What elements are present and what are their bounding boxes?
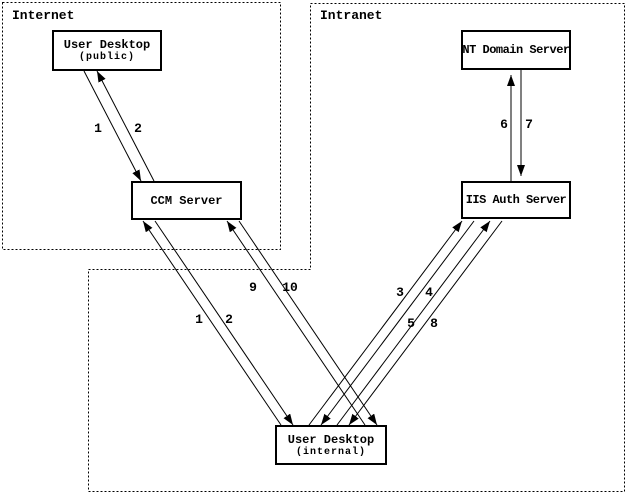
flow-arrow-10 <box>238 220 378 426</box>
node-title: CCM Server <box>150 193 223 208</box>
node-subtitle: (public) <box>78 52 135 63</box>
flow-label-5: 5 <box>407 316 415 331</box>
flow-arrow-1-public <box>83 70 142 182</box>
flow-arrow-1-internal <box>142 220 282 426</box>
node-nt-domain-server: NT Domain Server <box>461 30 571 70</box>
node-user-desktop-internal: User Desktop (internal) <box>275 425 387 465</box>
flow-label-8: 8 <box>430 316 438 331</box>
flow-arrow-2-internal <box>154 220 294 426</box>
node-title: NT Domain Server <box>462 43 570 57</box>
node-ccm-server: CCM Server <box>131 181 242 220</box>
flow-label-4: 4 <box>425 285 433 300</box>
flow-label-6: 6 <box>500 117 508 132</box>
node-iis-auth-server: IIS Auth Server <box>461 181 571 219</box>
flow-arrow-2-public <box>96 70 155 182</box>
internet-zone-label: Internet <box>12 8 75 23</box>
internet-zone-outline <box>2 2 281 250</box>
flow-label-2-public: 2 <box>134 121 142 136</box>
flow-label-1-internal: 1 <box>195 312 203 327</box>
flow-label-10: 10 <box>282 280 298 295</box>
flow-label-1-public: 1 <box>94 121 102 136</box>
node-title: IIS Auth Server <box>465 193 567 207</box>
node-title: User Desktop <box>63 38 151 52</box>
flow-label-7: 7 <box>525 117 533 132</box>
flow-arrow-4 <box>320 220 475 426</box>
node-user-desktop-public: User Desktop (public) <box>52 30 162 71</box>
flow-label-9: 9 <box>249 280 257 295</box>
intranet-zone-outline <box>88 3 625 492</box>
flow-arrow-9 <box>226 220 366 426</box>
flow-label-2-internal: 2 <box>225 312 233 327</box>
node-subtitle: (internal) <box>295 446 366 458</box>
flow-arrow-5 <box>336 220 491 426</box>
flow-arrow-3 <box>308 220 463 426</box>
node-title: User Desktop <box>287 432 375 447</box>
flow-arrow-8 <box>348 220 503 426</box>
flow-label-3: 3 <box>396 285 404 300</box>
intranet-zone-label: Intranet <box>320 8 383 23</box>
